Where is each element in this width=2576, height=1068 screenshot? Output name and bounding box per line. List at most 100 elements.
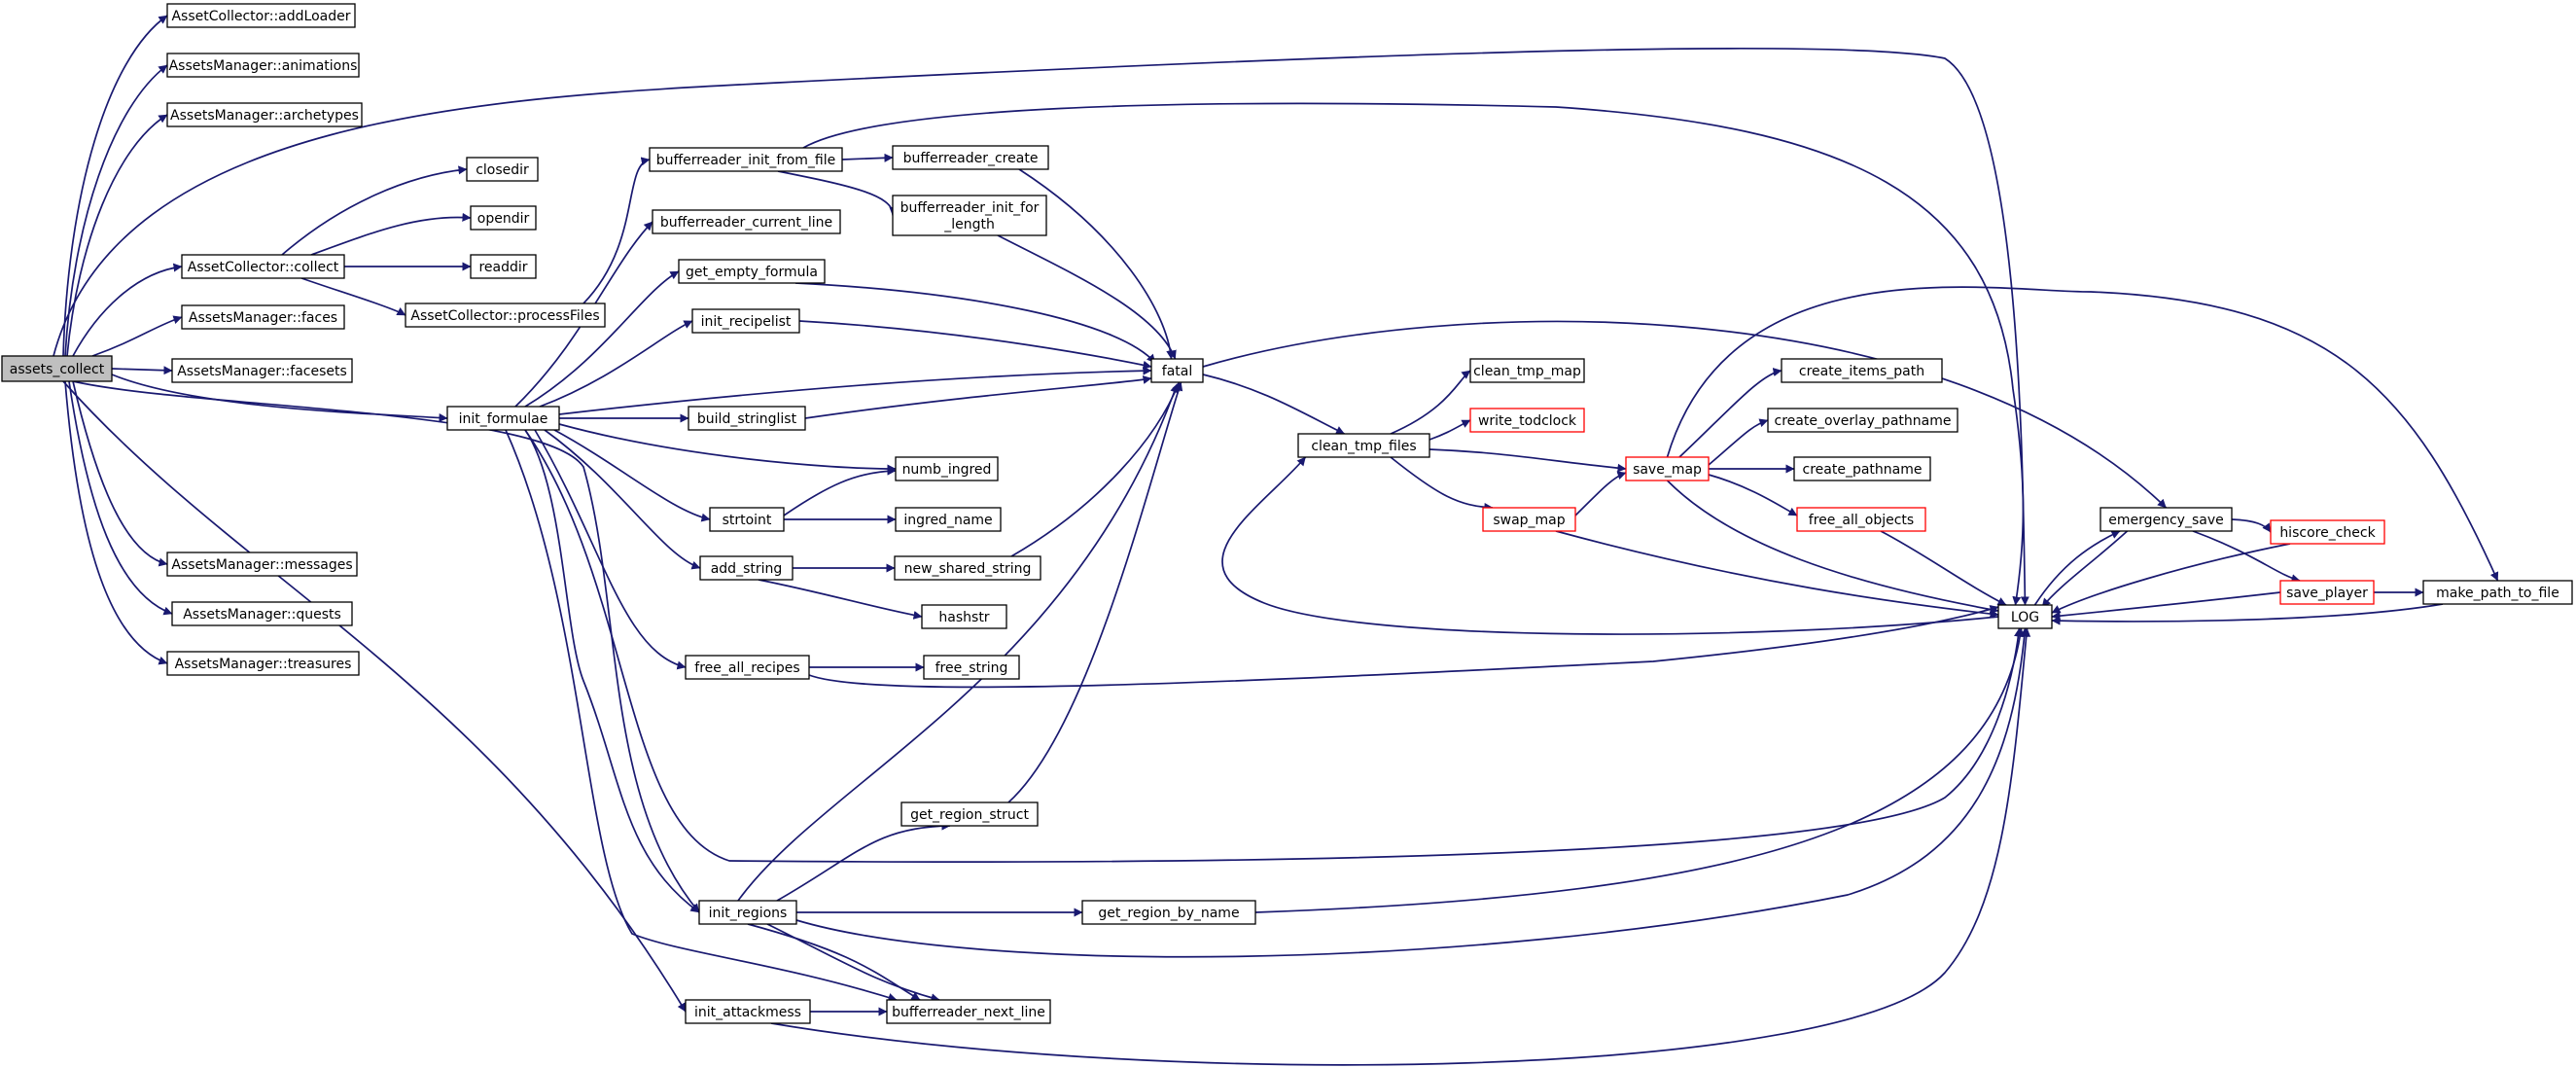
node-write-todclock[interactable]: write_todclock xyxy=(1469,408,1585,433)
node-br-current-line[interactable]: bufferreader_current_line xyxy=(652,209,841,234)
node-strtoint[interactable]: strtoint xyxy=(709,507,785,532)
node-swap-map[interactable]: swap_map xyxy=(1482,507,1576,532)
node-readdir[interactable]: readdir xyxy=(470,254,537,279)
node-box xyxy=(171,601,353,626)
call-edge xyxy=(2041,530,2129,608)
node-label: init_formulae xyxy=(459,411,548,427)
node-addLoader[interactable]: AssetCollector::addLoader xyxy=(166,3,356,28)
call-edge xyxy=(2051,591,2281,621)
node-add-string[interactable]: add_string xyxy=(699,555,794,581)
node-label: get_region_by_name xyxy=(1098,906,1239,921)
node-label: strtoint xyxy=(723,513,772,528)
call-edge xyxy=(1390,370,1471,435)
node-assets-collect[interactable]: assets_collect xyxy=(1,355,113,382)
node-label: AssetsManager::facesets xyxy=(177,364,347,379)
node-init-recipelist[interactable]: init_recipelist xyxy=(691,308,800,334)
node-box xyxy=(894,555,1041,581)
call-edge xyxy=(770,627,2031,1066)
node-faces[interactable]: AssetsManager::faces xyxy=(181,304,345,330)
node-LOG[interactable]: LOG xyxy=(1997,604,2053,629)
call-edge xyxy=(1880,530,2007,606)
node-clean-tmp-files[interactable]: clean_tmp_files xyxy=(1297,433,1430,458)
call-edge xyxy=(553,429,711,522)
call-edge xyxy=(1666,286,2499,582)
call-edge xyxy=(776,821,951,902)
call-edge xyxy=(66,114,168,357)
node-make-path-to-file[interactable]: make_path_to_file xyxy=(2422,580,2573,605)
node-box xyxy=(166,651,360,676)
call-edge xyxy=(281,165,468,256)
node-create-pathname[interactable]: create_pathname xyxy=(1793,456,1931,481)
node-label: fatal xyxy=(1162,364,1192,379)
node-box xyxy=(1781,358,1943,383)
node-label: AssetsManager::archetypes xyxy=(170,108,359,124)
node-processFiles[interactable]: AssetCollector::processFiles xyxy=(405,303,606,328)
node-archetypes[interactable]: AssetsManager::archetypes xyxy=(166,102,363,127)
node-box xyxy=(678,259,826,284)
node-label: assets_collect xyxy=(10,362,105,377)
node-animations[interactable]: AssetsManager::animations xyxy=(166,53,360,78)
node-label: free_all_recipes xyxy=(694,660,799,676)
node-treasures[interactable]: AssetsManager::treasures xyxy=(166,651,360,676)
call-edge xyxy=(524,429,700,913)
call-edge xyxy=(582,157,651,304)
node-br-create[interactable]: bufferreader_create xyxy=(892,145,1049,170)
node-get-empty-formula[interactable]: get_empty_formula xyxy=(678,259,826,284)
node-label: AssetCollector::collect xyxy=(188,260,339,275)
node-emergency-save[interactable]: emergency_save xyxy=(2100,507,2233,532)
node-opendir[interactable]: opendir xyxy=(470,205,537,231)
node-quests[interactable]: AssetsManager::quests xyxy=(171,601,353,626)
node-label: init_regions xyxy=(709,906,788,921)
node-free-all-objects[interactable]: free_all_objects xyxy=(1796,507,1926,532)
node-get-region-struct[interactable]: get_region_struct xyxy=(900,801,1039,827)
call-edge xyxy=(539,320,693,408)
node-closedir[interactable]: closedir xyxy=(466,157,539,182)
node-label: init_attackmess xyxy=(694,1005,801,1020)
node-br-init-for-length[interactable]: bufferreader_init_for_length xyxy=(892,195,1047,236)
node-get-region-by-name[interactable]: get_region_by_name xyxy=(1081,900,1256,925)
node-save-map[interactable]: save_map xyxy=(1625,456,1710,481)
node-box xyxy=(699,555,794,581)
node-br-init-from-file[interactable]: bufferreader_init_from_file xyxy=(649,147,843,172)
node-clean-tmp-map[interactable]: clean_tmp_map xyxy=(1469,358,1585,383)
node-box xyxy=(2422,580,2573,605)
node-box xyxy=(691,308,800,334)
node-hiscore-check[interactable]: hiscore_check xyxy=(2270,519,2385,545)
node-messages[interactable]: AssetsManager::messages xyxy=(166,552,358,577)
node-ingred-name[interactable]: ingred_name xyxy=(895,507,1002,532)
node-create-overlay-pathname[interactable]: create_overlay_pathname xyxy=(1767,408,1958,433)
node-numb-ingred[interactable]: numb_ingred xyxy=(895,456,999,481)
node-box xyxy=(466,157,539,182)
node-create-items-path[interactable]: create_items_path xyxy=(1781,358,1943,383)
node-init-attackmess[interactable]: init_attackmess xyxy=(685,999,811,1024)
node-new-shared-string[interactable]: new_shared_string xyxy=(894,555,1041,581)
node-box xyxy=(181,304,345,330)
node-init-regions[interactable]: init_regions xyxy=(698,900,797,925)
call-edge xyxy=(68,380,173,616)
node-facesets[interactable]: AssetsManager::facesets xyxy=(171,358,353,383)
node-br-next-line[interactable]: bufferreader_next_line xyxy=(886,999,1051,1024)
node-save-player[interactable]: save_player xyxy=(2279,580,2375,605)
node-label: hiscore_check xyxy=(2279,525,2376,541)
call-edge xyxy=(758,579,923,620)
node-free-all-recipes[interactable]: free_all_recipes xyxy=(685,655,810,680)
node-box xyxy=(405,303,606,328)
node-build-stringlist[interactable]: build_stringlist xyxy=(688,406,806,431)
node-box xyxy=(1,355,113,382)
node-init-formulae[interactable]: init_formulae xyxy=(446,406,560,431)
call-edge xyxy=(1254,627,2025,913)
call-edge xyxy=(841,153,894,162)
node-label: AssetsManager::faces xyxy=(189,310,337,326)
node-label: bufferreader_init_for xyxy=(900,200,1040,216)
call-edge xyxy=(802,102,2025,606)
node-label: AssetCollector::processFiles xyxy=(410,308,599,324)
call-edge xyxy=(1666,480,1999,614)
node-collect[interactable]: AssetCollector::collect xyxy=(181,254,345,279)
node-hashstr[interactable]: hashstr xyxy=(921,604,1007,629)
node-fatal[interactable]: fatal xyxy=(1150,358,1204,383)
node-label: save_map xyxy=(1633,462,1702,478)
node-label: swap_map xyxy=(1493,513,1565,528)
call-edge xyxy=(111,374,448,422)
node-box xyxy=(886,999,1051,1024)
node-free-string[interactable]: free_string xyxy=(923,655,1020,680)
